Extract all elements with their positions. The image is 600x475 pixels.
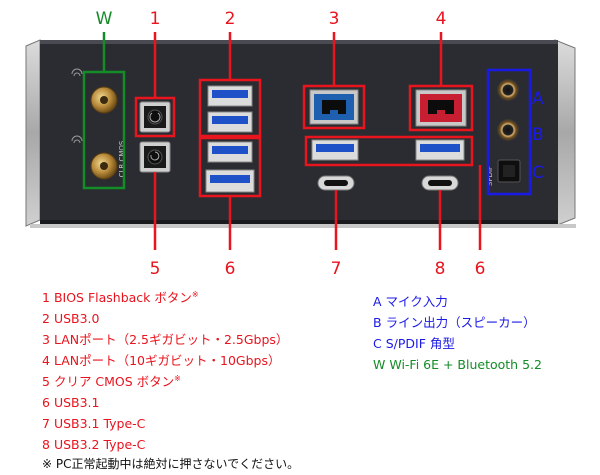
callout-box-abc: [486, 68, 532, 196]
wifi-antenna-connectors: [71, 68, 118, 180]
callout-w: W: [96, 9, 113, 29]
legend-item-b: B ライン出力（スピーカー）: [373, 315, 536, 330]
legend-item-5: 5 クリア CMOS ボタン※: [42, 374, 181, 389]
shield-plate: [40, 42, 558, 224]
legend-item-2: 2 USB3.0: [42, 311, 100, 326]
shield-bottom-edge: [40, 220, 558, 224]
line-out-jack: [497, 119, 519, 141]
callout-6a: 6: [225, 259, 236, 279]
callout-6b: 6: [475, 259, 486, 279]
legend-item-3: 3 LANポート（2.5ギガビット・2.5Gbps）: [42, 332, 289, 347]
usb30-ports: [207, 85, 253, 133]
shield-top-edge: [40, 40, 558, 44]
legend-note: ※ PC正常起動中は絶対に押さないでください。: [42, 457, 300, 471]
bios-flashback-button[interactable]: [139, 101, 171, 133]
legend-item-4: 4 LANポート（10ギガビット・10Gbps）: [42, 353, 281, 368]
callout-5: 5: [150, 259, 161, 279]
shield-bottom-rail: [30, 224, 576, 228]
legend-item-c: C S/PDIF 角型: [373, 336, 455, 351]
wifi-icon: [71, 68, 83, 144]
lan-2.5g-port: [309, 89, 359, 125]
leader-lines: [102, 32, 482, 250]
usb-a-under-lan: [311, 139, 465, 161]
lan-10g-port: [415, 89, 467, 127]
spdif-label: SPDIF: [486, 166, 494, 186]
callout-1: 1: [150, 9, 161, 29]
callout-8: 8: [435, 259, 446, 279]
legend-item-6: 6 USB3.1: [42, 395, 100, 410]
clr-cmos-button[interactable]: [139, 141, 171, 173]
callout-a: A: [532, 89, 544, 109]
callout-7: 7: [331, 259, 342, 279]
usb-type-c-ports: [317, 175, 459, 191]
legend-item-7: 7 USB3.1 Type-C: [42, 416, 146, 431]
power-icon: [149, 112, 161, 123]
io-shield: [25, 39, 576, 228]
callout-2: 2: [225, 9, 236, 29]
shield-flange-left: [25, 39, 41, 227]
legend-item-a: A マイク入力: [373, 294, 448, 309]
callout-b: B: [532, 125, 544, 145]
usb31-ports: [205, 141, 255, 193]
callout-4: 4: [436, 9, 447, 29]
reset-icon: [150, 151, 160, 161]
clr-cmos-label: CLR CMOS: [118, 140, 126, 177]
callout-c: C: [532, 163, 544, 183]
legend-item-8: 8 USB3.2 Type-C: [42, 437, 146, 452]
callout-3: 3: [329, 9, 340, 29]
legend-item-w: W Wi-Fi 6E + Bluetooth 5.2: [373, 357, 542, 372]
legend-item-1: 1 BIOS Flashback ボタン※: [42, 290, 199, 305]
audio-jacks: [497, 79, 521, 183]
callout-box-6-right: [304, 135, 474, 167]
mic-in-jack: [497, 79, 519, 101]
